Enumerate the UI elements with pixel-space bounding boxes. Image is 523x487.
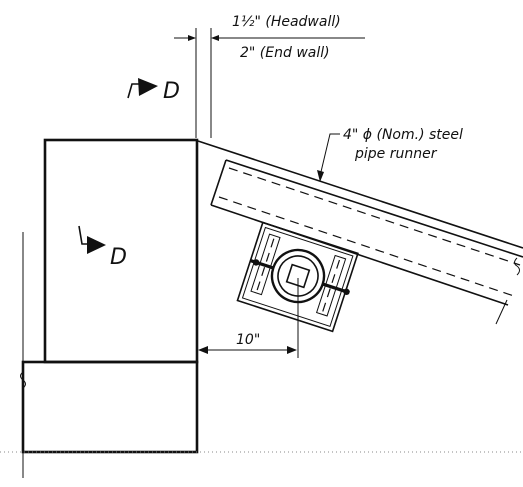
callout-arrowhead (317, 170, 324, 182)
bracket-slot-left-dash (256, 238, 275, 291)
pipe-section-inner (277, 255, 319, 297)
section-cut-arrow-icon (127, 83, 141, 99)
headwall-structure (0, 138, 523, 478)
pipe-top-edge (197, 140, 523, 249)
pipe-runner-label-line1: 4" ϕ (Nom.) steel (343, 127, 463, 143)
pipe-inner-dash-top (228, 167, 521, 266)
section-mark-top: D (127, 78, 180, 104)
bolt-end-right (343, 288, 350, 295)
pipe-inner-dash-bottom (218, 196, 515, 297)
dim-arrow-left-head (188, 35, 196, 41)
dim-arrow-right-head (211, 35, 219, 41)
pipe-runner-label-line2: pipe runner (354, 146, 438, 162)
callout-leader-line (319, 133, 340, 177)
section-mark-top-letter: D (163, 79, 180, 104)
offset-dimension: 10" (198, 278, 299, 358)
section-arrowhead-icon (138, 78, 158, 96)
bracket-slot-right-dash (322, 259, 341, 312)
support-bracket (236, 221, 359, 333)
pipe-runner-callout: 4" ϕ (Nom.) steel pipe runner (317, 127, 463, 182)
pipe-outer-bottom (210, 204, 509, 306)
headwall-dimension-label: 1½" (Headwall) (232, 14, 341, 30)
pipe-end-cap (210, 159, 227, 206)
lower-wall-block (21, 360, 199, 454)
offset-dimension-label: 10" (236, 332, 260, 348)
section-cut-arrow-icon (78, 225, 89, 245)
offset-arrow-right (287, 346, 297, 354)
section-mark-side-letter: D (110, 245, 127, 270)
bolt-end-left (252, 259, 260, 266)
pipe-tail-line (495, 299, 508, 325)
section-mark-side: D (78, 225, 127, 270)
section-arrowhead-icon (87, 236, 106, 254)
pipe-section-outer (270, 248, 326, 304)
pipe-outer-top (225, 159, 523, 258)
break-line-symbol-left (20, 371, 26, 389)
end-wall-dimension-label: 2" (End wall) (240, 45, 330, 61)
break-line-symbol-right (514, 257, 520, 276)
pipe-runner (197, 140, 523, 325)
pipe-section-core (285, 263, 311, 289)
offset-arrow-left (198, 346, 208, 354)
wall-gap-dimension: 1½" (Headwall) 2" (End wall) (174, 14, 365, 138)
